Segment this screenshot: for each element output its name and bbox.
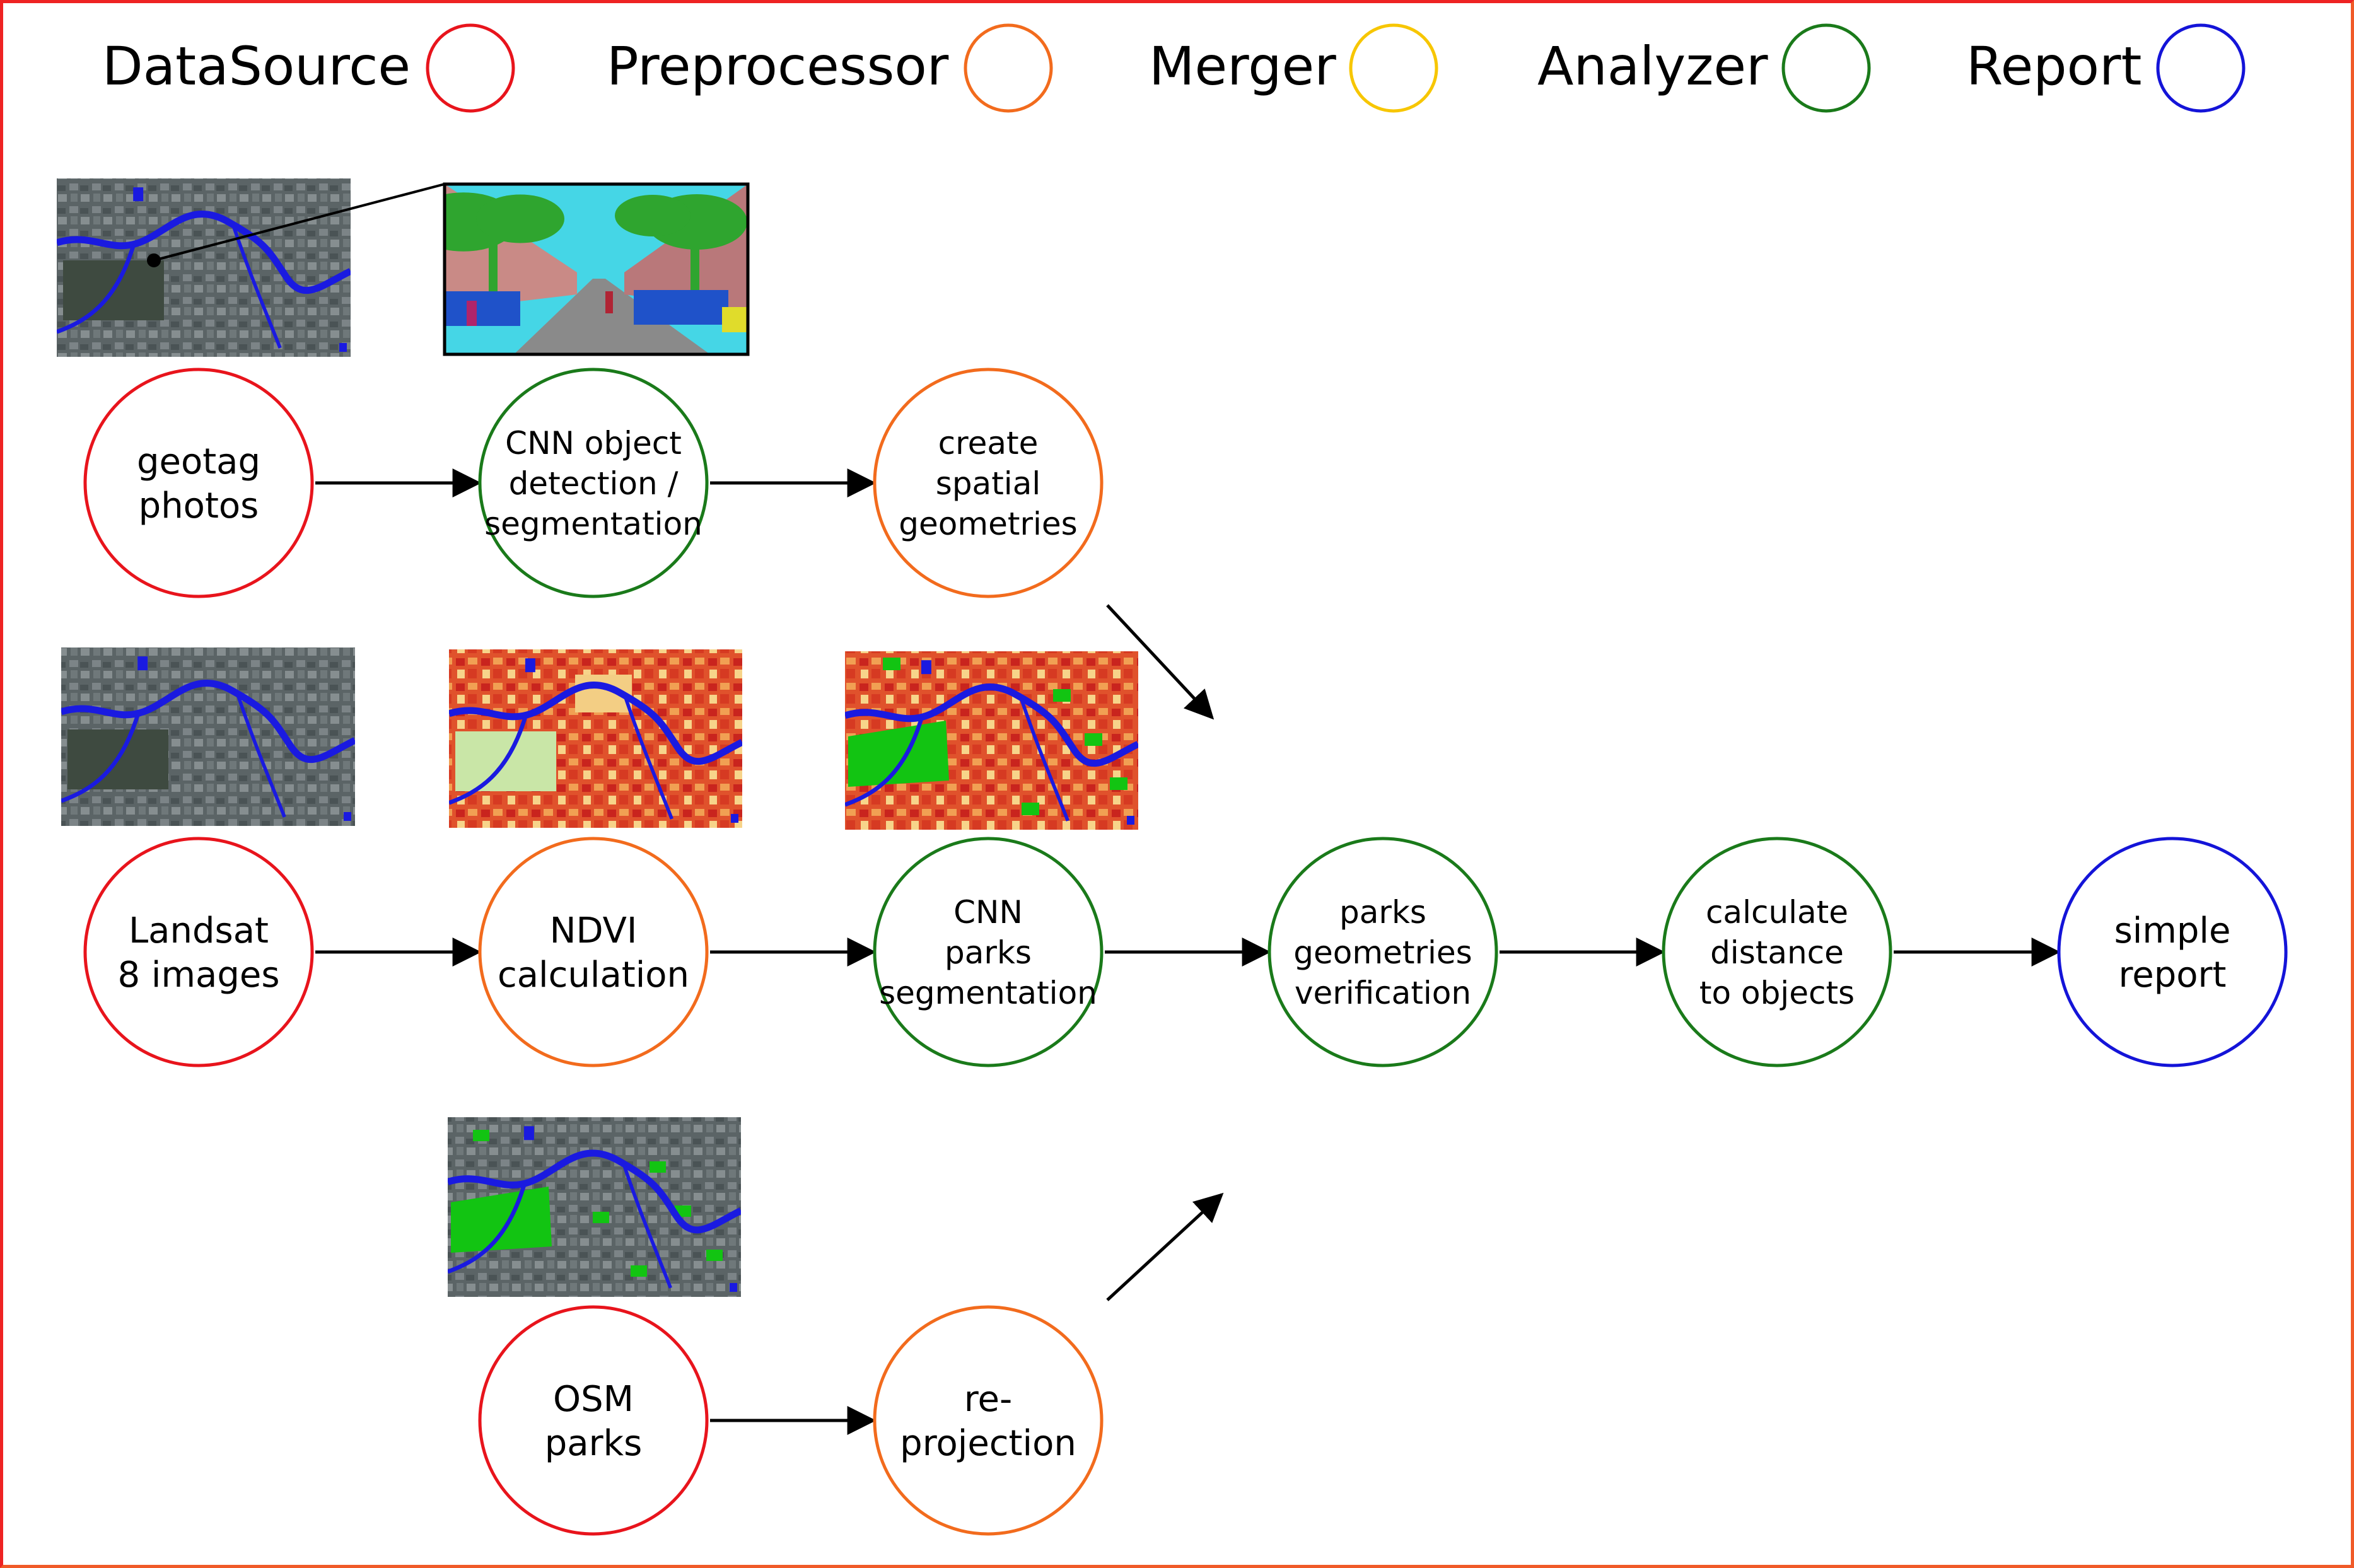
node-label-cnn_parks-0: CNN (953, 894, 1023, 931)
legend-label-merger: Merger (1149, 35, 1336, 97)
node-label-spatial-1: spatial (936, 465, 1040, 502)
legend-swatch-analyzer (1781, 23, 1871, 113)
node-label-ndvi-1: calculation (498, 955, 689, 996)
thumbnail-map-parks-segmentation (845, 651, 1138, 830)
node-circle-verify (1267, 837, 1498, 1067)
node-label-landsat-1: 8 images (117, 955, 279, 996)
node-label-distance-0: calculate (1706, 894, 1848, 931)
legend: DataSource Preprocessor Merger Analyzer Repo… (102, 23, 2246, 113)
node-label-verify-0: parks (1339, 894, 1426, 931)
node-circle-osm (478, 1305, 709, 1536)
node-label-distance-1: distance (1710, 934, 1844, 971)
node-label-osm-1: parks (545, 1423, 643, 1464)
node-label-cnn_detect-2: segmentation (484, 506, 702, 542)
node-label-cnn_detect-1: detection / (509, 465, 679, 502)
callout-line (153, 183, 445, 262)
edges (315, 468, 2061, 1435)
thumbnail-map-osm-parks (448, 1117, 741, 1297)
node-circle-cnn_parks (873, 837, 1104, 1067)
thumbnail-map-satellite-geotag (57, 178, 351, 357)
edge-reproj-to-verify (1106, 1192, 1224, 1301)
legend-label-datasource: DataSource (102, 35, 411, 97)
node-label-landsat-0: Landsat (129, 910, 269, 951)
thumbnail-street-segmentation (445, 184, 748, 354)
edge-spatial-to-verify (1106, 604, 1215, 720)
thumbnail-map-ndvi (449, 649, 742, 828)
node-label-report-0: simple (2114, 910, 2231, 951)
legend-label-report: Report (1966, 35, 2141, 97)
node-circle-cnn_detect (478, 368, 709, 598)
node-circle-distance (1662, 837, 1892, 1067)
node-reproj: re-projection (873, 1305, 1104, 1536)
thumbnail-map-satellite-landsat (61, 648, 355, 826)
node-label-ndvi-0: NDVI (550, 910, 638, 951)
node-label-verify-1: geometries (1293, 934, 1472, 971)
node-circle-geotag (83, 368, 314, 598)
street-photo-border (443, 182, 750, 356)
node-label-reproj-1: projection (900, 1423, 1076, 1464)
legend-swatch-datasource (426, 23, 515, 113)
node-label-spatial-2: geometries (899, 506, 1077, 542)
node-label-report-1: report (2118, 955, 2226, 996)
legend-label-analyzer: Analyzer (1537, 35, 1768, 97)
node-circle-reproj (873, 1305, 1104, 1536)
node-label-cnn_detect-0: CNN object (505, 425, 682, 462)
node-circle-report (2057, 837, 2288, 1067)
thumbnails (57, 178, 1138, 1297)
node-label-geotag-0: geotag (137, 441, 260, 482)
legend-swatch-report (2156, 23, 2246, 113)
node-circle-landsat (83, 837, 314, 1067)
node-label-distance-2: to objects (1699, 975, 1855, 1011)
node-label-geotag-1: photos (139, 485, 259, 526)
node-label-reproj-0: re- (964, 1379, 1012, 1420)
node-circle-ndvi (478, 837, 709, 1067)
node-circle-spatial (873, 368, 1104, 598)
legend-swatch-preprocessor (964, 23, 1053, 113)
node-label-cnn_parks-1: parks (945, 934, 1032, 971)
node-label-osm-0: OSM (553, 1379, 634, 1420)
legend-swatch-merger (1349, 23, 1438, 113)
legend-label-preprocessor: Preprocessor (607, 35, 949, 97)
node-label-verify-2: verification (1295, 975, 1471, 1011)
node-label-spatial-0: create (938, 425, 1039, 462)
node-label-cnn_parks-2: segmentation (879, 975, 1097, 1011)
